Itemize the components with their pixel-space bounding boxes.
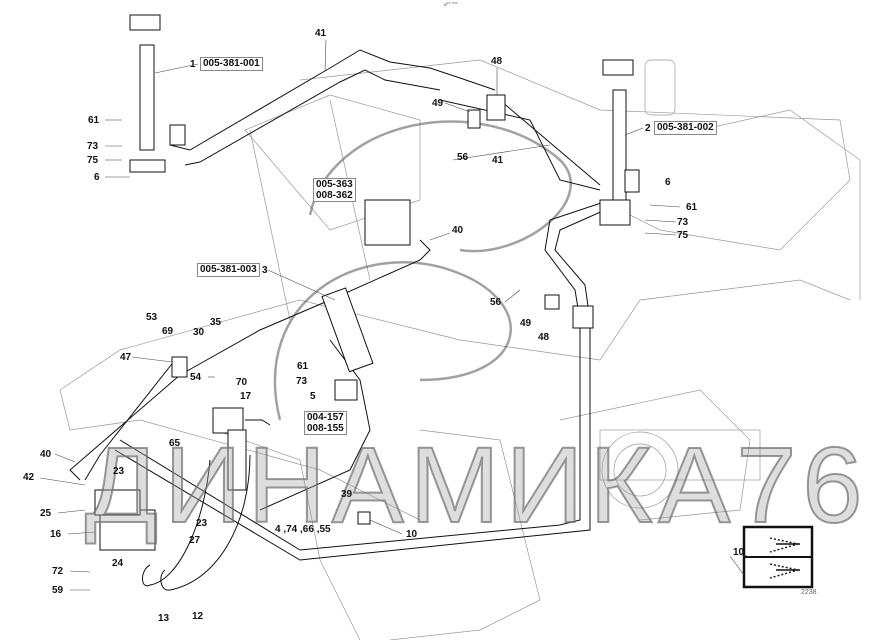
callout-49: 49 [432, 98, 444, 109]
ref-line: 004-157 [307, 412, 344, 423]
callout-59: 59 [52, 585, 64, 596]
header-mark: a** *** [444, 2, 458, 8]
ref-line: 008-362 [316, 190, 353, 201]
callout-39: 39 [341, 489, 353, 500]
callout-54: 54 [190, 372, 202, 383]
ref-link-005-363[interactable]: 005-363 008-362 [313, 178, 356, 202]
callout-6: 6 [94, 172, 100, 183]
callout-13: 13 [158, 613, 170, 624]
callout-6: 6 [665, 177, 671, 188]
callout-65: 65 [169, 438, 181, 449]
callout-10: 10 [733, 547, 745, 558]
callout-3: 3 [262, 265, 268, 276]
callout-25: 25 [40, 508, 52, 519]
callout-16: 16 [50, 529, 62, 540]
callout-5: 5 [310, 391, 316, 402]
decal-symbols [769, 537, 800, 579]
callout-53: 53 [146, 312, 158, 323]
cylinder-right [612, 89, 627, 201]
callout-1: 1 [190, 59, 196, 70]
callout-61: 61 [88, 115, 100, 126]
callout-73: 73 [296, 376, 308, 387]
callout-70: 70 [236, 377, 248, 388]
callout-35: 35 [210, 317, 222, 328]
callout-41: 41 [315, 28, 327, 39]
callout-27: 27 [189, 535, 201, 546]
ref-line: 008-155 [307, 423, 344, 434]
callout-75: 75 [677, 230, 689, 241]
callout-41: 41 [492, 155, 504, 166]
callout-23: 23 [113, 466, 125, 477]
components [94, 14, 814, 589]
callout-42: 42 [23, 472, 35, 483]
callout-12: 12 [192, 611, 204, 622]
callout-40: 40 [452, 225, 464, 236]
callout-40: 40 [40, 449, 52, 460]
callout-69: 69 [162, 326, 174, 337]
ref-link-005-381-003[interactable]: 005-381-003 [197, 263, 260, 277]
callout-4-74-66-55: 4 ,74 ,66 ,55 [275, 524, 331, 535]
watermark: ДИНАМИКА76 [84, 424, 869, 545]
callout-56: 56 [490, 297, 502, 308]
ref-link-005-381-002[interactable]: 005-381-002 [654, 121, 717, 135]
callout-10: 10 [406, 529, 418, 540]
ref-line: 005-363 [316, 179, 353, 190]
machine-frame [59, 59, 861, 640]
callout-47: 47 [120, 352, 132, 363]
callout-73: 73 [87, 141, 99, 152]
callout-61: 61 [686, 202, 698, 213]
callout-17: 17 [240, 391, 252, 402]
drawing-number: 2238 [801, 589, 817, 596]
watermark-swirl [273, 120, 572, 421]
callout-72: 72 [52, 566, 64, 577]
callout-49: 49 [520, 318, 532, 329]
callout-24: 24 [112, 558, 124, 569]
callout-73: 73 [677, 217, 689, 228]
leader-lines [39, 39, 751, 591]
callout-23: 23 [196, 518, 208, 529]
callout-48: 48 [491, 56, 503, 67]
valve-bank [99, 509, 156, 551]
callout-61: 61 [297, 361, 309, 372]
valve-block [364, 199, 411, 246]
callout-48: 48 [538, 332, 550, 343]
callout-56: 56 [457, 152, 469, 163]
ref-link-005-381-001[interactable]: 005-381-001 [200, 57, 263, 71]
callout-2: 2 [645, 123, 651, 134]
ref-link-004-157[interactable]: 004-157 008-155 [304, 411, 347, 435]
callout-75: 75 [87, 155, 99, 166]
cylinder-left [139, 44, 155, 151]
callout-30: 30 [193, 327, 205, 338]
